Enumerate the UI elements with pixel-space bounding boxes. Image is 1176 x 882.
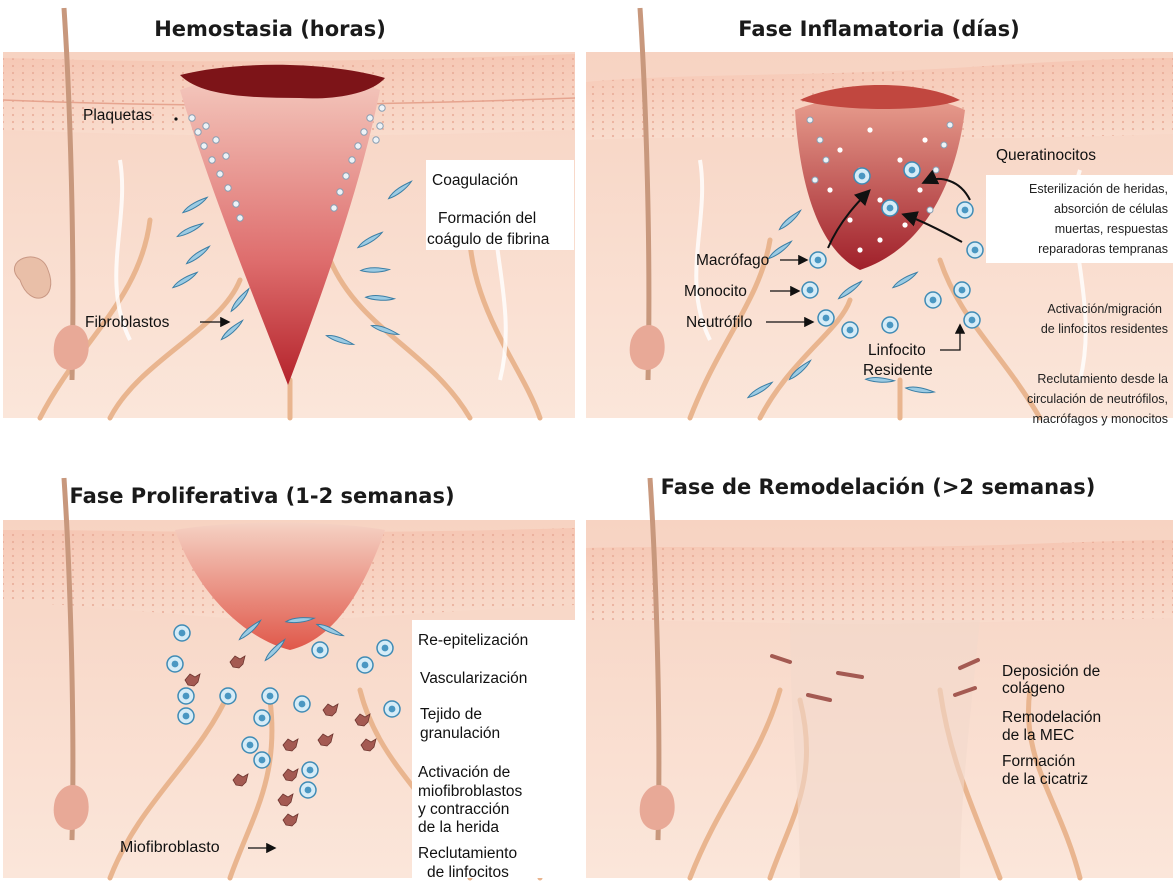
label-activacion-4: de la herida bbox=[418, 819, 499, 836]
label-vascularizacion: Vascularización bbox=[420, 670, 527, 687]
label-formacion: Formación del bbox=[438, 210, 536, 227]
label-deposicion-2: colágeno bbox=[1002, 680, 1065, 697]
panel-remodelacion: Fase de Remodelación (>2 semanas) Deposi… bbox=[586, 475, 1173, 878]
label-reepitelizacion: Re-epitelización bbox=[418, 632, 528, 649]
label-remodelacion: Remodelación bbox=[1002, 709, 1101, 726]
label-formacion: Formación bbox=[1002, 753, 1075, 770]
panel-title: Fase Inflamatoria (días) bbox=[738, 17, 1020, 41]
label-coagulacion: Coagulación bbox=[432, 172, 518, 189]
label-reclutamiento-2: de linfocitos bbox=[427, 864, 509, 881]
panel-inflamatoria: Fase Inflamatoria (días) Queratinocitos … bbox=[586, 8, 1174, 426]
label-monocito: Monocito bbox=[684, 283, 747, 300]
panel-proliferativa: Fase Proliferativa (1-2 semanas) Re-epit… bbox=[3, 478, 575, 881]
label-esterilizacion-3: muertas, respuestas bbox=[1055, 222, 1168, 236]
label-linfocito-2: Residente bbox=[863, 362, 933, 379]
label-activacion-2: de linfocitos residentes bbox=[1041, 322, 1168, 336]
label-reclutamiento: Reclutamiento desde la bbox=[1037, 372, 1168, 386]
label-deposicion: Deposición de bbox=[1002, 663, 1100, 680]
panel-title: Fase Proliferativa (1-2 semanas) bbox=[69, 484, 454, 508]
label-plaquetas: Plaquetas bbox=[83, 107, 152, 124]
label-activacion: Activación/migración bbox=[1047, 302, 1162, 316]
panel-title: Hemostasia (horas) bbox=[154, 17, 386, 41]
label-activacion-2: miofibroblastos bbox=[418, 783, 522, 800]
label-fibroblastos: Fibroblastos bbox=[85, 314, 170, 331]
label-neutrofilo: Neutrófilo bbox=[686, 314, 752, 331]
panel-hemostasia: Hemostasia (horas) Plaquetas Coagulación… bbox=[3, 8, 575, 418]
label-activacion: Activación de bbox=[418, 764, 510, 781]
label-esterilizacion: Esterilización de heridas, bbox=[1029, 182, 1168, 196]
label-formacion-2: coágulo de fibrina bbox=[427, 231, 550, 248]
label-esterilizacion-4: reparadoras tempranas bbox=[1038, 242, 1168, 256]
panel-title: Fase de Remodelación (>2 semanas) bbox=[661, 475, 1096, 499]
label-queratinocitos: Queratinocitos bbox=[996, 147, 1096, 164]
label-tejido-2: granulación bbox=[420, 725, 500, 742]
label-activacion-3: y contracción bbox=[418, 801, 509, 818]
label-miofibroblasto: Miofibroblasto bbox=[120, 839, 220, 856]
label-reclutamiento-3: macrófagos y monocitos bbox=[1033, 412, 1168, 426]
label-tejido: Tejido de bbox=[420, 706, 482, 723]
label-remodelacion-2: de la MEC bbox=[1002, 727, 1074, 744]
label-macrofago: Macrófago bbox=[696, 252, 769, 269]
label-linfocito: Linfocito bbox=[868, 342, 926, 359]
label-reclutamiento-2: circulación de neutrófilos, bbox=[1027, 392, 1168, 406]
label-esterilizacion-2: absorción de células bbox=[1054, 202, 1168, 216]
label-reclutamiento: Reclutamiento bbox=[418, 845, 517, 862]
label-formacion-2: de la cicatriz bbox=[1002, 771, 1088, 788]
scar-tissue bbox=[790, 620, 980, 878]
